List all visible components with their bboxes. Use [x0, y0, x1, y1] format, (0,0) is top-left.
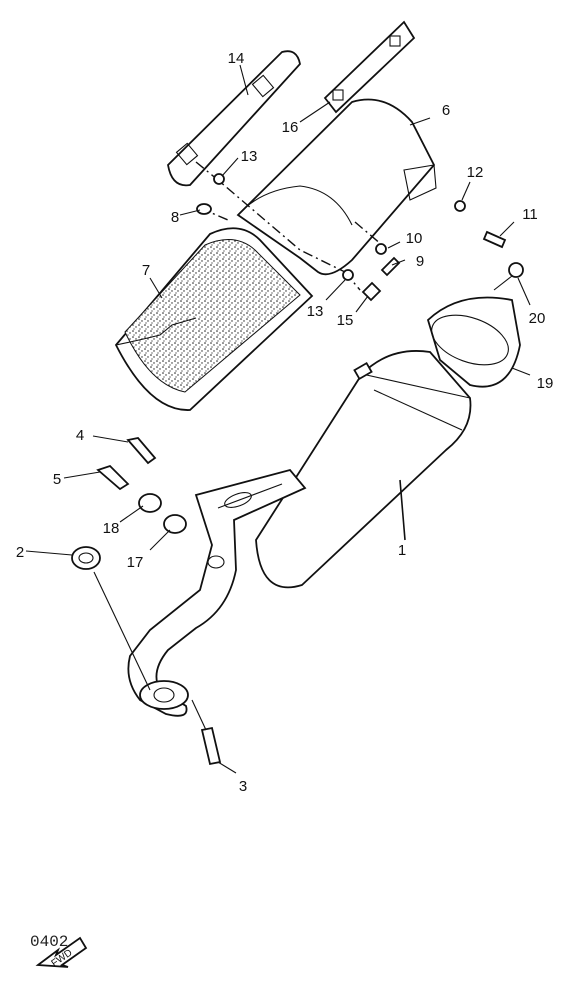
- callout-labels: 1 2 3 4 5 6 7 8 9 10 11 12 13 13 14 15 1…: [16, 50, 554, 795]
- callout-9: 9: [416, 253, 424, 270]
- callout-4: 4: [76, 427, 84, 444]
- bolt-5: [96, 464, 130, 491]
- bolt-3: [200, 726, 222, 766]
- washer-13-upper: [213, 173, 225, 185]
- muffler-cover-7: [114, 227, 314, 411]
- collar-17: [163, 514, 187, 534]
- callout-14: 14: [228, 50, 245, 67]
- muffler-cover-6: [236, 98, 437, 276]
- callout-10: 10: [406, 230, 423, 247]
- screw-15: [361, 281, 382, 302]
- screw-20: [493, 262, 524, 291]
- callout-6: 6: [442, 102, 450, 119]
- muffler-1: [255, 350, 472, 589]
- exhaust-pipe: [127, 468, 307, 717]
- gasket-2: [71, 546, 101, 570]
- end-cap-19: [426, 296, 521, 388]
- callout-19: 19: [537, 375, 554, 392]
- callout-15: 15: [337, 312, 354, 329]
- callout-7: 7: [142, 262, 150, 279]
- callout-11: 11: [522, 206, 538, 223]
- leader-lines: [25, 64, 531, 774]
- screw-9: [380, 256, 401, 277]
- callout-13-lower: 13: [307, 303, 324, 320]
- callout-13-upper: 13: [241, 148, 258, 165]
- callout-16: 16: [282, 119, 299, 136]
- diagram-code: 0402: [30, 933, 68, 951]
- callout-1: 1: [398, 542, 406, 559]
- heat-shield-plate-14: [167, 50, 301, 187]
- grommet-8: [196, 203, 212, 215]
- callout-8: 8: [171, 209, 179, 226]
- gasket-guide-line: [93, 571, 151, 691]
- callout-18: 18: [103, 520, 120, 537]
- footer-marks: 0402 FWD: [30, 933, 88, 969]
- washer-10: [375, 243, 387, 255]
- callout-3: 3: [239, 778, 247, 795]
- bolt-11: [482, 230, 507, 249]
- callout-12: 12: [467, 164, 484, 181]
- washer-13-lower: [342, 269, 354, 281]
- callout-20: 20: [529, 310, 546, 327]
- gasket-strip-16: [323, 20, 416, 114]
- callout-17: 17: [127, 554, 144, 571]
- bolt-4: [126, 437, 157, 465]
- collar-18: [138, 493, 162, 513]
- callout-5: 5: [53, 471, 61, 488]
- grommet-12: [454, 200, 466, 212]
- callout-2: 2: [16, 544, 24, 561]
